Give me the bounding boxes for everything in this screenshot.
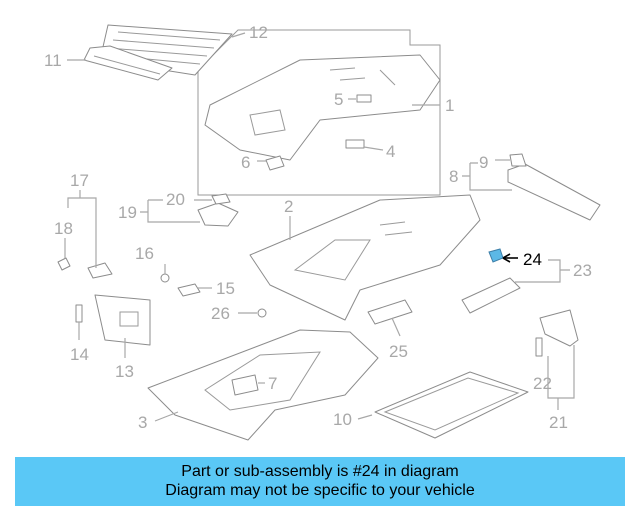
leader-23 — [515, 259, 570, 283]
banner-line-disclaimer: Diagram may not be specific to your vehi… — [165, 482, 475, 499]
clip-part-18 — [57, 257, 71, 271]
leader-4 — [363, 146, 384, 151]
callout-10: 10 — [333, 410, 352, 429]
screw-part-16 — [160, 273, 170, 283]
leader-10 — [357, 414, 373, 420]
callout-1: 1 — [445, 96, 454, 115]
callout-24: 24 — [523, 250, 542, 269]
leader-24-arrow — [502, 253, 511, 263]
callout-7: 7 — [268, 374, 277, 393]
headliner-part-2 — [249, 194, 481, 321]
left-small-parts — [57, 193, 267, 346]
headliner-part-1 — [204, 54, 441, 161]
leader-8-9 — [462, 162, 512, 191]
callout-22: 22 — [533, 374, 552, 393]
callout-23: 23 — [573, 261, 592, 280]
callout-25: 25 — [389, 342, 408, 361]
rail-part-8 — [507, 163, 601, 221]
leader-21-22 — [547, 345, 575, 410]
callout-18: 18 — [54, 219, 73, 238]
leader-19-20 — [140, 199, 200, 223]
sunshade-11-line — [93, 55, 161, 75]
screw-part-14 — [75, 304, 83, 323]
headliner-1-detail — [249, 67, 396, 136]
seal-part-10 — [374, 371, 529, 439]
clip-part-5 — [356, 94, 372, 103]
headliner-middle — [249, 194, 481, 321]
headliner-top-assembly — [83, 24, 441, 196]
headliner-part-3 — [147, 329, 379, 441]
leader-3 — [154, 411, 179, 422]
callout-20: 20 — [166, 190, 185, 209]
callout-4: 4 — [386, 142, 395, 161]
seal-10-inner — [383, 377, 520, 431]
clip-part-7 — [231, 374, 259, 396]
callout-15: 15 — [216, 279, 235, 298]
clip-part-6 — [265, 155, 285, 171]
leader-17-18 — [67, 190, 97, 268]
bracket-part-17 — [87, 262, 113, 279]
callout-3: 3 — [138, 413, 147, 432]
callout-2: 2 — [284, 197, 293, 216]
callout-14: 14 — [70, 345, 89, 364]
callout-19: 19 — [118, 203, 137, 222]
banner-line-part-reference: Part or sub-assembly is #24 in diagram — [181, 463, 459, 480]
callout-21: 21 — [549, 413, 568, 432]
clip-part-26 — [257, 308, 267, 318]
callout-5: 5 — [334, 90, 343, 109]
callout-16: 16 — [135, 244, 154, 263]
callout-11: 11 — [44, 51, 62, 70]
callout-8: 8 — [449, 167, 458, 186]
callout-9: 9 — [479, 153, 488, 172]
callout-12: 12 — [249, 23, 268, 42]
clip-part-9 — [509, 153, 527, 167]
leader-25 — [391, 317, 401, 337]
callout-numbers: 1 2 3 4 5 6 7 8 9 10 11 12 13 14 15 16 1… — [44, 23, 592, 432]
bracket-part-23 — [461, 277, 521, 314]
rail-assembly — [507, 153, 601, 221]
callout-13: 13 — [115, 362, 134, 381]
headliner-bottom — [147, 329, 379, 441]
parts-diagram: 1 2 3 4 5 6 7 8 9 10 11 12 13 14 15 16 1… — [44, 23, 601, 441]
sunroof-12-lines — [103, 31, 221, 65]
leader-12 — [231, 32, 246, 38]
sunvisor-part-13 — [94, 294, 151, 346]
headliner-3-opening — [204, 351, 321, 411]
right-bottom-parts — [367, 248, 579, 439]
headliner-2-detail — [293, 221, 413, 281]
grab-handle-21 — [539, 309, 579, 347]
callout-6: 6 — [241, 153, 250, 172]
callout-17: 17 — [70, 171, 89, 190]
callout-26: 26 — [211, 304, 230, 323]
handle-part-19 — [197, 202, 239, 227]
sunvisor-mirror — [119, 311, 139, 327]
group-frame-1 — [197, 29, 441, 196]
clip-part-24-highlighted — [488, 248, 504, 263]
info-banner: Part or sub-assembly is #24 in diagram D… — [15, 457, 625, 506]
screw-part-22 — [535, 337, 543, 357]
clip-part-20 — [211, 193, 231, 205]
clip-part-15 — [177, 283, 201, 297]
leader-lines — [64, 32, 575, 422]
lamp-part-25 — [367, 299, 413, 325]
clip-part-4 — [345, 139, 365, 149]
